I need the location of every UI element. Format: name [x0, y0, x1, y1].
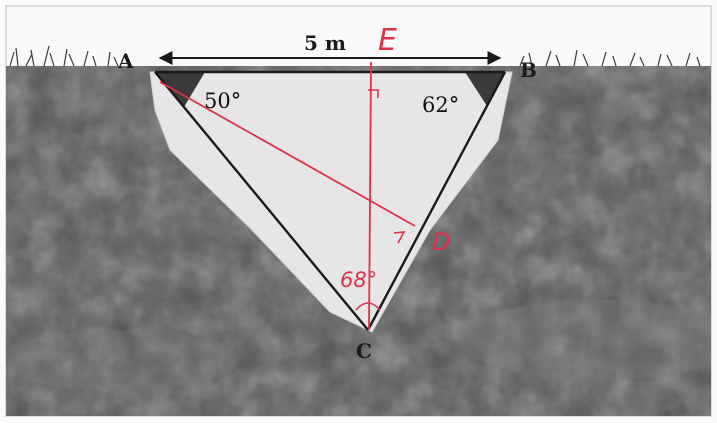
label-point-a: A — [117, 49, 134, 73]
grass-edge — [9, 45, 701, 67]
angle-wedge-a — [155, 72, 205, 107]
angle-arc-c — [355, 302, 381, 311]
side-bc — [366, 71, 507, 331]
soil-patch — [460, 300, 711, 380]
side-ac — [154, 71, 369, 331]
label-angle-a: 50° — [204, 89, 241, 113]
handwritten-annotations: E D 68° — [159, 23, 450, 331]
angle-wedge-b — [465, 72, 505, 106]
grass-right — [519, 49, 701, 67]
label-point-c: C — [356, 339, 372, 363]
trench-cutaway — [149, 71, 513, 333]
label-width: 5 m — [304, 31, 346, 55]
right-angle-mark-d — [393, 231, 406, 244]
label-angle-c: 68° — [340, 268, 377, 292]
label-point-b: B — [520, 58, 537, 82]
altitude-line-ec — [368, 61, 372, 331]
label-point-d: D — [432, 228, 450, 256]
altitude-line-ad — [159, 81, 416, 227]
label-angle-b: 62° — [422, 93, 459, 117]
grass-left — [9, 45, 119, 67]
soil-patch — [6, 330, 240, 390]
label-point-e: E — [378, 23, 397, 58]
right-angle-mark-e — [368, 89, 379, 98]
